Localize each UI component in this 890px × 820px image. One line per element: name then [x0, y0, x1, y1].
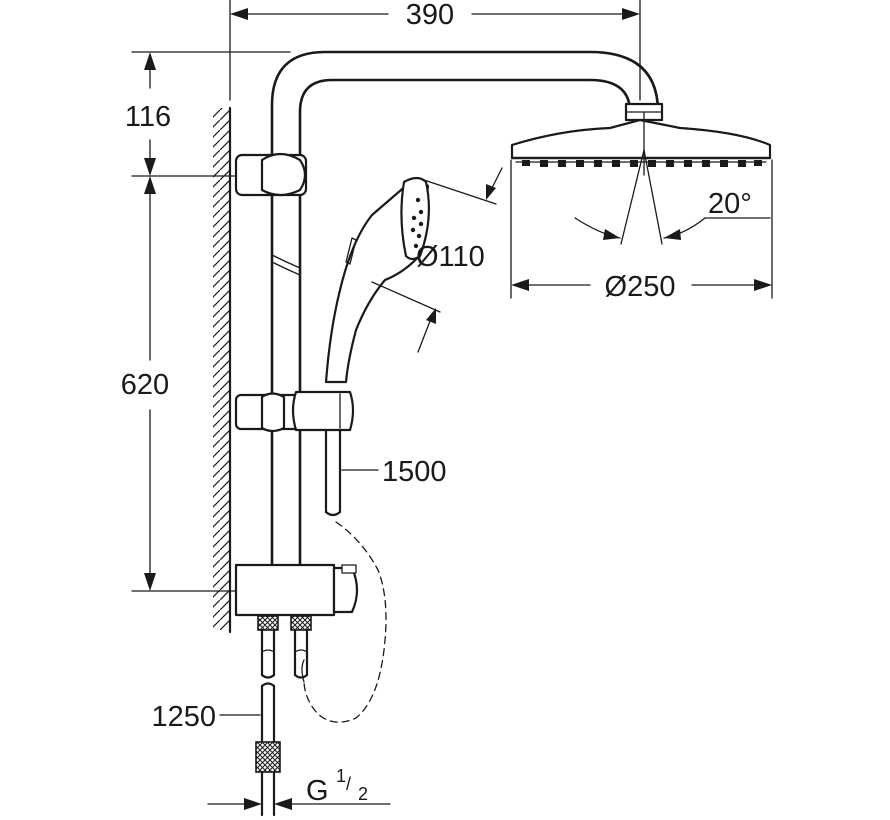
supply-connectors	[257, 615, 312, 679]
mixer-body	[234, 563, 359, 617]
dimension-hose-1500: 1500	[341, 456, 447, 488]
slide-rail	[270, 254, 302, 567]
head-shower	[510, 102, 772, 245]
dimension-620-label: 620	[121, 369, 169, 401]
wall	[213, 106, 232, 634]
dimension-390-label: 390	[406, 0, 454, 31]
supply-hose	[255, 682, 281, 817]
dimension-116: 116	[125, 52, 171, 176]
nozzle-row	[522, 160, 762, 167]
dimension-620: 620	[121, 176, 169, 591]
dimension-head-diameter: Ø250	[511, 271, 772, 303]
dimension-250-label: Ø250	[605, 271, 676, 303]
shower-arm	[270, 50, 660, 432]
handshower-holder	[234, 390, 355, 433]
dimension-thread: G 1 / 2	[207, 766, 391, 810]
dimension-1250-label: 1250	[151, 701, 216, 733]
dimension-hose-1250: 1250	[151, 701, 261, 733]
thread-numerator-label: 1	[336, 766, 346, 786]
dimension-110-label: Ø110	[416, 241, 485, 273]
dimension-1500-label: 1500	[382, 456, 447, 488]
thread-denominator-label: 2	[358, 784, 368, 804]
thread-separator-label: /	[346, 774, 351, 794]
handshower-hose	[301, 428, 387, 723]
top-wall-bracket	[234, 152, 308, 197]
hand-shower	[324, 167, 503, 384]
extension-lines	[131, 0, 773, 592]
dimension-116-label: 116	[125, 101, 171, 133]
thread-prefix-label: G	[306, 775, 329, 807]
dimension-tilt-angle: 20°	[704, 188, 771, 220]
angle-20-label: 20°	[708, 188, 752, 220]
dimension-handshower-diameter: Ø110	[416, 241, 485, 273]
dimension-390: 390	[230, 0, 640, 31]
